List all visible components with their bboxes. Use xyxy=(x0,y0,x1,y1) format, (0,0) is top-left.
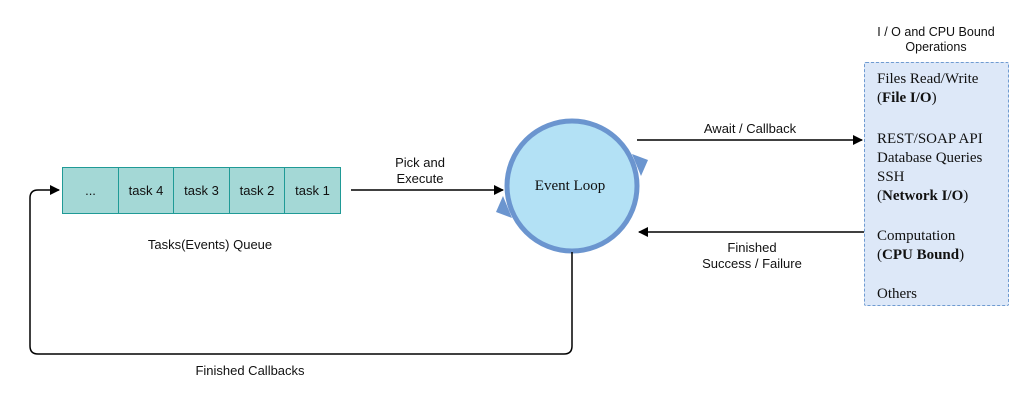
finished-callbacks-arrow xyxy=(29,185,573,355)
queue-cell-label: task 3 xyxy=(184,183,219,198)
tasks-queue: ... task 4 task 3 task 2 task 1 xyxy=(62,167,341,214)
cpu-line-2: (CPU Bound) xyxy=(877,247,965,263)
queue-cell-task-3: task 3 xyxy=(173,167,230,214)
cpu-line-1: Computation xyxy=(877,228,956,244)
network-line-4: (Network I/O) xyxy=(877,188,969,204)
queue-cell-label: task 2 xyxy=(239,183,275,198)
others-line: Others xyxy=(877,286,917,302)
loop-arrowhead-bottom xyxy=(496,196,512,218)
operations-title: I / O and CPU Bound Operations xyxy=(856,25,1016,55)
files-line-2: (File I/O) xyxy=(877,90,937,106)
operations-title-line-2: Operations xyxy=(905,40,967,54)
network-line-1: REST/SOAP API xyxy=(877,131,983,147)
operations-title-line-1: I / O and CPU Bound xyxy=(877,25,995,39)
queue-cell-task-1: task 1 xyxy=(284,167,341,214)
operations-box xyxy=(864,62,1009,306)
network-io-label: Network I/O xyxy=(882,188,964,204)
network-line-2: Database Queries xyxy=(877,150,983,166)
queue-cell-label: ... xyxy=(85,183,96,198)
pick-execute-line-1: Pick and xyxy=(395,155,445,170)
queue-label: Tasks(Events) Queue xyxy=(147,237,273,252)
finished-line-1: Finished xyxy=(727,240,777,255)
loop-arrowhead-top xyxy=(632,154,648,176)
queue-cell-label: task 4 xyxy=(128,183,164,198)
queue-cell-task-4: task 4 xyxy=(117,167,175,214)
cpu-bound-label: CPU Bound xyxy=(882,247,960,263)
finished-label: Finished Success / Failure xyxy=(682,240,822,272)
pick-execute-label: Pick and Execute xyxy=(375,155,465,187)
finished-callbacks-label: Finished Callbacks xyxy=(195,363,305,378)
files-io-label: File I/O xyxy=(882,90,932,106)
files-line-1: Files Read/Write xyxy=(877,71,979,87)
event-loop-label: Event Loop xyxy=(534,178,606,194)
network-line-3: SSH xyxy=(877,169,905,185)
event-loop-node xyxy=(504,118,640,254)
queue-cell-label: task 1 xyxy=(295,183,330,198)
queue-cell-ellipsis: ... xyxy=(62,167,119,214)
finished-line-2: Success / Failure xyxy=(702,256,802,271)
pick-execute-line-2: Execute xyxy=(396,171,444,186)
queue-cell-task-2: task 2 xyxy=(228,167,286,214)
await-callback-label: Await / Callback xyxy=(703,121,797,136)
